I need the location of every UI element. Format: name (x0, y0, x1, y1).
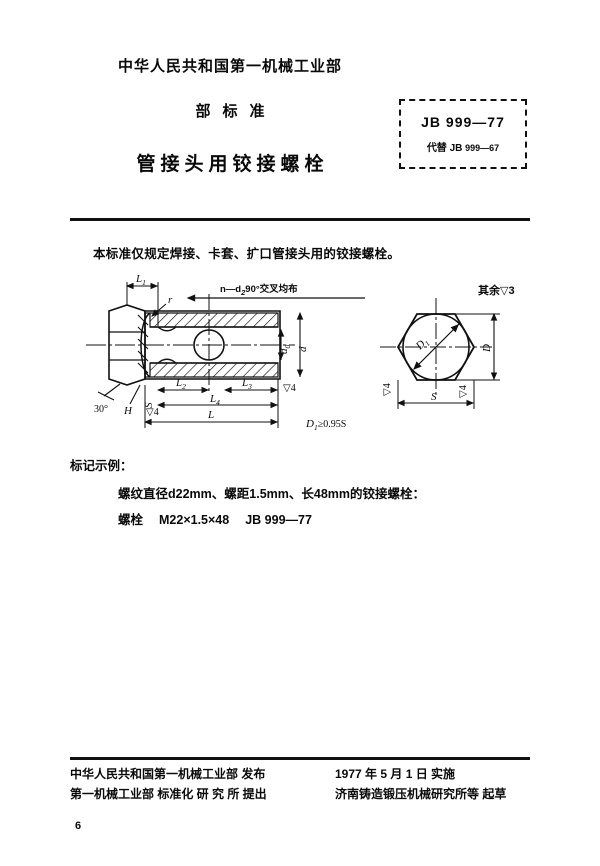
chamfer-tick-30 (97, 391, 115, 401)
d-label: d (297, 346, 309, 352)
footer-effective-date: 1977 年 5 月 1 日 实施 (335, 767, 456, 781)
d0-subscript: 0 (283, 345, 292, 349)
side-view-group: r 30° H S ▽4 n—d290°交叉均布 L1 (86, 273, 365, 432)
L3-label: L3 (241, 377, 252, 391)
D1-subscript: 1 (423, 339, 432, 348)
L2-subscript: 2 (182, 382, 186, 391)
condition-note: D1≥0.95S (305, 418, 346, 432)
header-divider-rule (70, 218, 530, 221)
D-label: D (481, 344, 493, 353)
cross-hole-note: n—d290°交叉均布 (220, 283, 298, 297)
end-view-group: D1 D S ▽4 ▽4 (380, 298, 500, 409)
designation-part-name: 螺栓 (118, 513, 144, 527)
L2-label: L2 (175, 377, 186, 391)
footer-proposer: 第一机械工业部 标准化 研 究 所 提出 (70, 786, 267, 801)
condition-note-tail: ≥0.95S (318, 419, 347, 430)
document-header: 中华人民共和国第一机械工业部 部标准 管接头用铰接螺栓 (70, 58, 390, 176)
roughness-mark-b: ▽4 (283, 383, 296, 394)
roughness-mark-d: ▽4 (458, 385, 469, 398)
replaced-standard-number: 999—67 (465, 143, 500, 153)
cross-hole-note-sub: 2 (240, 288, 246, 297)
neck-groove-top (157, 326, 177, 332)
document-footer: 中华人民共和国第一机械工业部 发布 第一机械工业部 标准化 研 究 所 提出 1… (70, 765, 540, 815)
bore-end-hatch (137, 314, 149, 374)
replaced-standard: 代替 JB 999—67 (427, 139, 499, 154)
standard-type-label: 部标准 (195, 103, 277, 120)
L2-letter: L (175, 377, 182, 389)
roughness-mark-a: ▽4 (146, 407, 159, 418)
surface-finish-note: 其余▽3 (478, 285, 515, 297)
condition-note-sub: 1 (314, 423, 318, 432)
footer-divider-rule (70, 757, 530, 760)
technical-drawing: r 30° H S ▽4 n—d290°交叉均布 L1 (80, 272, 540, 452)
H-label: H (123, 405, 133, 417)
bolt-drawing-svg: r 30° H S ▽4 n—d290°交叉均布 L1 (86, 273, 500, 432)
footer-left-column: 中华人民共和国第一机械工业部 发布 第一机械工业部 标准化 研 究 所 提出 (70, 765, 320, 805)
L3-subscript: 3 (247, 382, 252, 391)
section-hatch-top (149, 312, 279, 328)
bore-end-connector (145, 312, 150, 378)
bore-end-radius (140, 312, 151, 378)
footer-issuer: 中华人民共和国第一机械工业部 发布 (70, 767, 266, 781)
designation-spec: M22×1.5×48 (159, 513, 230, 527)
L4-subscript: 4 (216, 398, 220, 407)
S-left-label: S (143, 402, 155, 408)
condition-note-head: D (305, 418, 314, 430)
L4-label: L4 (209, 393, 220, 407)
L1-subscript: 1 (142, 278, 146, 287)
neck-groove-bottom (157, 358, 177, 364)
D1-label: D1 (413, 335, 432, 354)
cross-hole-note-head: n—d (220, 284, 241, 295)
radius-leader (151, 303, 167, 317)
chamfer-leader-30 (103, 383, 121, 397)
footer-right-column: 1977 年 5 月 1 日 实施 济南铸造锻压机械研究所等 起草 (335, 765, 555, 805)
section-hatch-bottom (149, 362, 279, 378)
angle-30-label: 30° (94, 404, 108, 415)
L-label: L (207, 409, 214, 421)
designation-standard: JB 999—77 (245, 513, 312, 527)
L4-letter: L (209, 393, 216, 405)
S-right-label: S (431, 391, 437, 403)
shank-outline (144, 310, 281, 380)
scope-statement: 本标准仅规定焊接、卡套、扩口管接头用的铰接螺栓。 (93, 247, 401, 261)
radius-label: r (168, 294, 173, 306)
replaced-standard-prefix: 代替 JB (426, 143, 466, 154)
standard-number-box: JB 999—77 代替 JB 999—67 (399, 99, 527, 169)
D1-diagonal-line (413, 323, 460, 370)
footer-drafter: 济南铸造锻压机械研究所等 起草 (335, 786, 507, 801)
standard-number: JB 999—77 (421, 114, 505, 130)
page-title: 管接头用铰接螺栓 (136, 154, 329, 175)
page-number: 6 (75, 820, 82, 832)
L1-letter: L (135, 273, 142, 285)
L1-label: L1 (135, 273, 146, 287)
issuing-ministry: 中华人民共和国第一机械工业部 (117, 58, 342, 75)
marking-example-description: 螺纹直径d22mm、螺距1.5mm、长48mm的铰接螺栓： (118, 487, 426, 501)
roughness-mark-c: ▽4 (382, 383, 393, 396)
L3-letter: L (241, 377, 248, 389)
marking-example-designation: 螺栓 M22×1.5×48 JB 999—77 (118, 509, 312, 528)
cross-hole-note-tail: 90°交叉均布 (245, 283, 298, 295)
marking-example-label: 标记示例： (70, 459, 133, 473)
H-leader (129, 384, 141, 405)
